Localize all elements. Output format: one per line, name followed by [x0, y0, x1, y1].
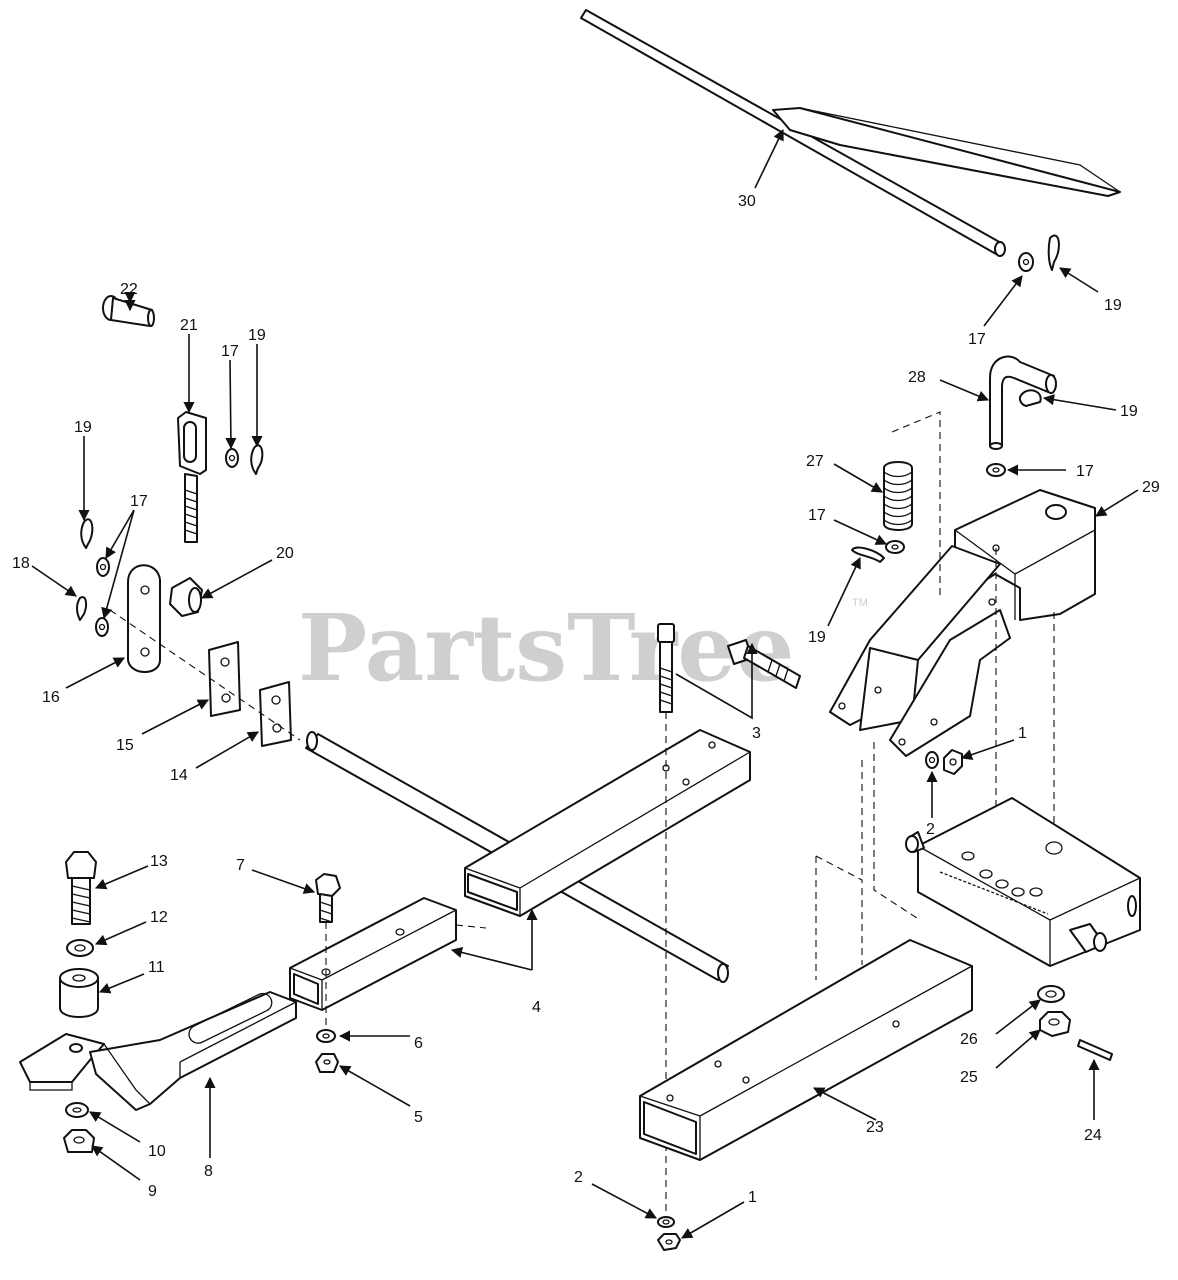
callout-1-bottom: 1 — [748, 1189, 757, 1206]
part-8-drawbar — [19, 991, 297, 1111]
part-15-plate — [208, 641, 241, 717]
callout-15: 15 — [116, 737, 134, 754]
callout-2-bracket: 2 — [926, 821, 935, 838]
callout-6: 6 — [414, 1035, 423, 1052]
part-19-clip-spring — [851, 546, 885, 563]
callout-17-link: 17 — [221, 343, 239, 360]
callout-25: 25 — [960, 1069, 978, 1086]
callout-19-left: 19 — [74, 419, 92, 436]
part-24-cotter-pin — [1077, 1039, 1113, 1061]
callout-23: 23 — [866, 1119, 884, 1136]
callout-2-bottom: 2 — [574, 1169, 583, 1186]
part-20-ferrule — [169, 577, 203, 617]
part-7-bolt — [315, 873, 341, 923]
part-17-washers-left — [95, 557, 110, 637]
callout-9: 9 — [148, 1183, 157, 1200]
part-9-nut — [63, 1129, 95, 1153]
callout-17-spring: 17 — [808, 507, 826, 524]
watermark-tm: TM — [852, 597, 868, 609]
part-11-spacer — [59, 968, 99, 1018]
part-17-washer-link — [225, 448, 239, 468]
callout-12: 12 — [150, 909, 168, 926]
part-17-washer-pin — [986, 463, 1006, 477]
part-27-spring — [883, 461, 913, 531]
part-17-washer-top — [1018, 252, 1034, 272]
part-6-lock-washer — [316, 1029, 336, 1043]
callout-16: 16 — [42, 689, 60, 706]
callout-24: 24 — [1084, 1127, 1102, 1144]
callout-7: 7 — [236, 857, 245, 874]
frame-tube-upper — [464, 729, 751, 917]
part-22-clevis-pin — [102, 295, 155, 327]
part-17-washer-spring — [885, 540, 905, 554]
callout-17-pin: 17 — [1076, 463, 1094, 480]
part-25-castle-nut — [1039, 1011, 1071, 1037]
part-2-washer-bottom — [657, 1216, 675, 1228]
callout-11: 11 — [148, 959, 165, 976]
part-13-bolt — [65, 851, 97, 925]
callout-18: 18 — [12, 555, 30, 572]
callout-19-pin: 19 — [1120, 403, 1138, 420]
leader-lines — [31, 128, 1139, 1239]
callout-19-lever: 19 — [1104, 297, 1122, 314]
callout-26: 26 — [960, 1031, 978, 1048]
part-1-nut-bracket — [943, 749, 963, 775]
callout-13: 13 — [150, 853, 168, 870]
watermark: PartsTree — [298, 594, 794, 702]
part-18-cotter-pin — [76, 596, 88, 621]
callout-3: 3 — [752, 725, 761, 742]
part-10-lock-washer — [65, 1102, 89, 1118]
callout-20: 20 — [276, 545, 294, 562]
callout-27: 27 — [806, 453, 824, 470]
callout-22: 22 — [120, 281, 138, 298]
right-hitch-box — [905, 797, 1141, 967]
callout-8: 8 — [204, 1163, 213, 1180]
callout-10: 10 — [148, 1143, 166, 1160]
part-2-washer-bracket — [925, 751, 939, 769]
callout-5: 5 — [414, 1109, 423, 1126]
callout-labels: 30 19 17 22 21 17 19 19 17 18 20 16 15 1… — [12, 193, 1160, 1206]
part-30-lift-lever — [580, 9, 1121, 257]
part-1-nut-bottom — [657, 1233, 681, 1251]
part-3-bolt-vertical — [657, 623, 675, 713]
part-29-mounting-bracket — [829, 489, 1096, 757]
callout-14: 14 — [170, 767, 188, 784]
part-19-clip-pin — [1018, 389, 1042, 407]
part-19-clip-link — [250, 444, 264, 475]
callout-21: 21 — [180, 317, 198, 334]
callout-19-link: 19 — [248, 327, 266, 344]
part-28-lock-pin — [989, 355, 1057, 450]
part-23-tube — [639, 939, 973, 1161]
callout-30: 30 — [738, 193, 756, 210]
callout-17-left: 17 — [130, 493, 148, 510]
part-19-clip-left — [80, 518, 94, 549]
part-19-clip-top — [1047, 234, 1060, 271]
callout-4: 4 — [532, 999, 541, 1016]
part-21-eyebolt — [177, 411, 207, 543]
part-26-washer — [1037, 985, 1065, 1003]
callout-1-bracket: 1 — [1018, 725, 1027, 742]
callout-29: 29 — [1142, 479, 1160, 496]
callout-19-spring: 19 — [808, 629, 826, 646]
part-5-nut — [315, 1053, 339, 1073]
callout-28: 28 — [908, 369, 926, 386]
callout-17-lever: 17 — [968, 331, 986, 348]
short-tube — [289, 897, 457, 1011]
part-14-plate — [259, 681, 292, 747]
part-12-washer — [66, 939, 94, 957]
part-16-link-plate — [127, 564, 161, 673]
